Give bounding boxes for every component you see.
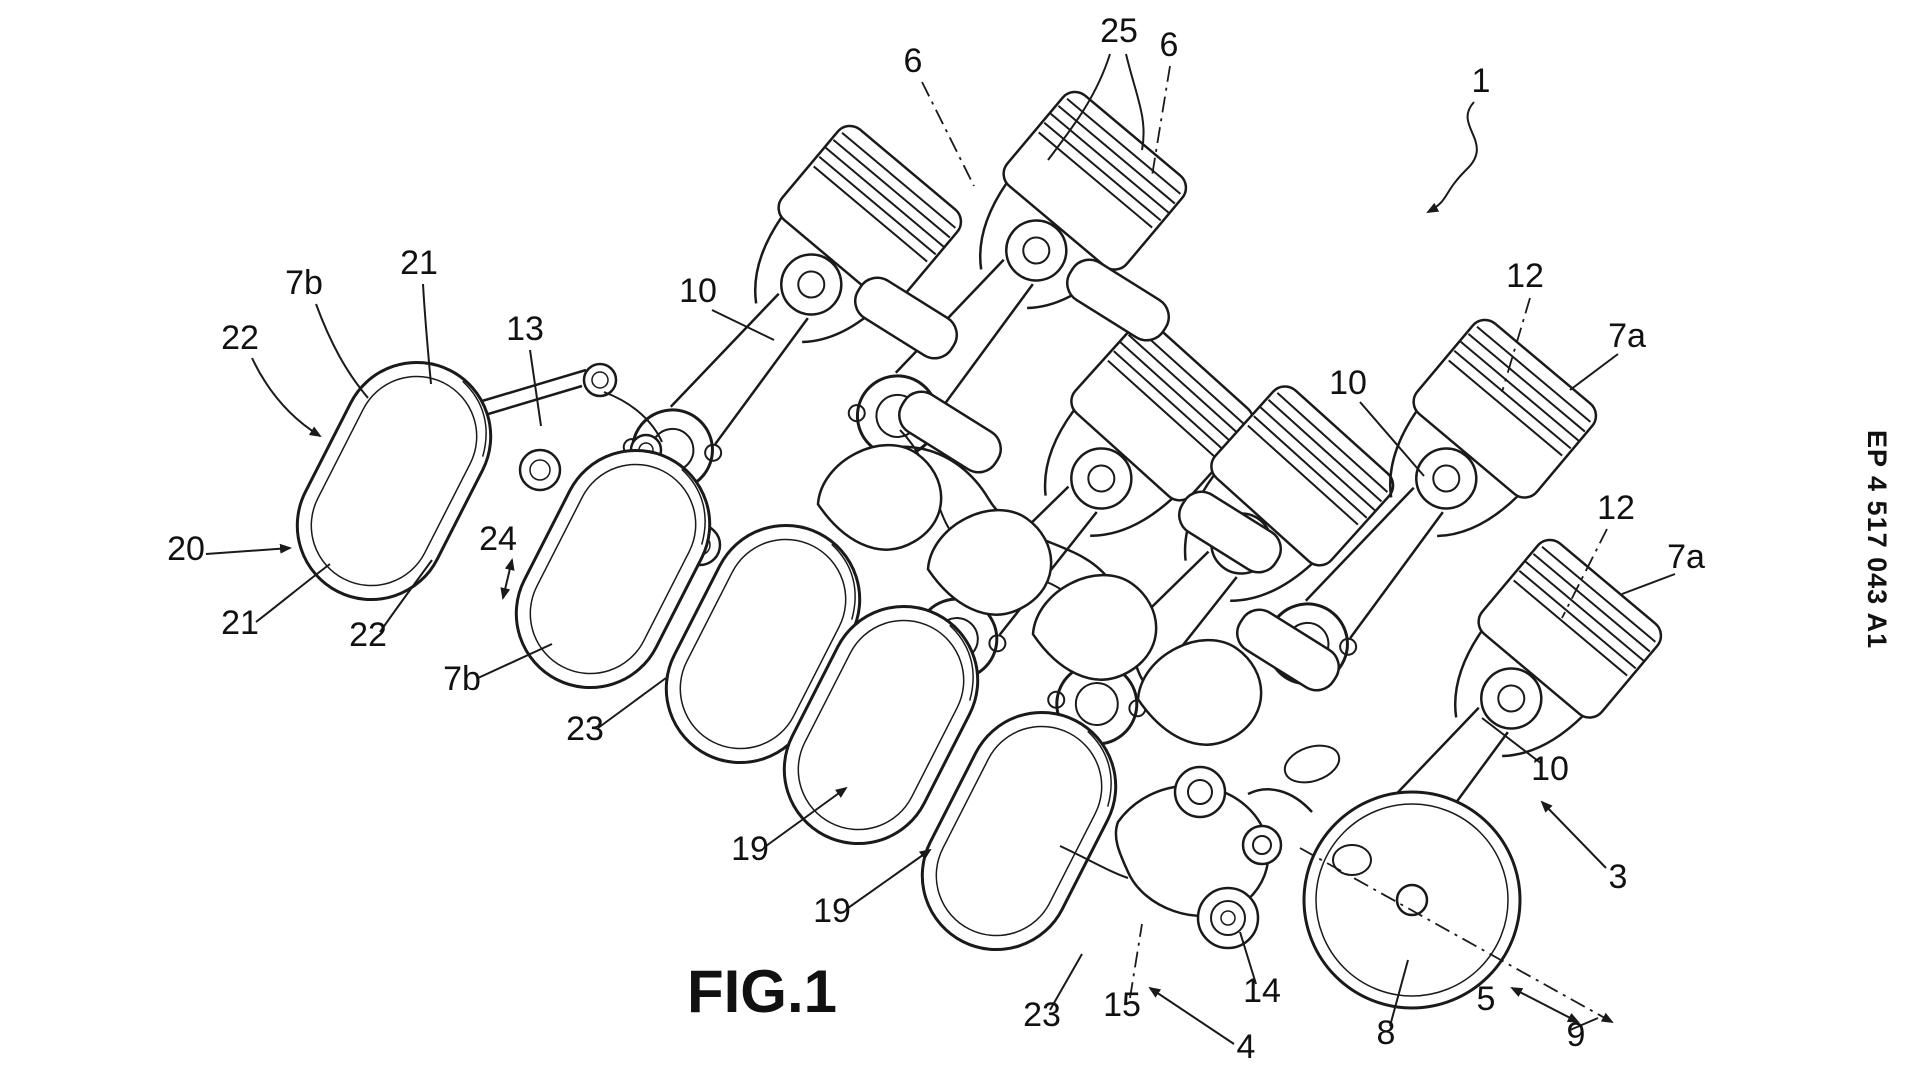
leader-4 xyxy=(1148,986,1235,1045)
ref-label-9: 9 xyxy=(1567,1016,1586,1054)
rocker-links xyxy=(854,258,1340,692)
ref-label-24: 24 xyxy=(479,520,517,558)
ref-label-22-low: 22 xyxy=(349,616,387,654)
leader-21-top xyxy=(422,283,432,385)
ref-label-19-a: 19 xyxy=(731,830,769,868)
rocker-link xyxy=(898,390,1002,474)
leader-25-a xyxy=(1047,53,1111,161)
leader-19-a xyxy=(765,786,848,847)
leader-15 xyxy=(1129,923,1143,999)
pulley xyxy=(1196,886,1260,950)
journal-bearing-bore xyxy=(529,459,551,481)
leader-5-double-arrow xyxy=(1510,987,1580,1023)
ref-label-5: 5 xyxy=(1477,980,1496,1018)
leader-25-b xyxy=(1125,53,1145,151)
flywheel-hub xyxy=(1395,883,1429,917)
rocker-link xyxy=(1178,490,1282,574)
flywheel xyxy=(1247,788,1522,1010)
publication-number: EP 4 517 043 A1 xyxy=(1862,430,1892,649)
pulley-ring xyxy=(1210,900,1246,936)
leader-22-low xyxy=(379,559,433,633)
ref-label-7a-top: 7a xyxy=(1608,317,1646,355)
rocker-link xyxy=(854,276,958,360)
leader-3 xyxy=(1540,800,1607,869)
ref-label-10-top: 10 xyxy=(679,272,717,310)
leader-7b-top xyxy=(315,303,369,399)
ref-label-4: 4 xyxy=(1237,1028,1256,1066)
leader-10-top xyxy=(711,309,775,341)
leader-7a-top xyxy=(1569,353,1619,391)
linkage-pivot-bore xyxy=(591,371,609,389)
crank-axis-line xyxy=(1299,847,1614,1023)
ref-label-15: 15 xyxy=(1103,986,1141,1024)
ref-label-10-br: 10 xyxy=(1531,750,1569,788)
bracket-arm xyxy=(1059,845,1129,879)
bearing-caps xyxy=(1173,765,1283,950)
leader-1 xyxy=(1426,101,1478,213)
ref-label-13: 13 xyxy=(506,310,544,348)
ref-label-20: 20 xyxy=(167,530,205,568)
ref-label-3: 3 xyxy=(1609,858,1628,896)
leader-lines xyxy=(205,53,1676,1045)
crankshaft-webs xyxy=(804,428,1277,766)
bearing-cap-bore xyxy=(1187,779,1213,805)
ref-label-12-top: 12 xyxy=(1506,257,1544,295)
leader-13 xyxy=(529,349,542,427)
leader-22-top xyxy=(251,357,322,438)
ref-label-6-left: 6 xyxy=(904,42,923,80)
ref-label-7b-low: 7b xyxy=(443,660,481,698)
linkage-pivot xyxy=(582,362,618,398)
reference-numerals: 25 6 6 1 7b 21 22 13 10 12 7a 10 12 7a 2… xyxy=(167,12,1705,1066)
leader-19-b xyxy=(847,848,932,909)
bearing-cap xyxy=(1173,765,1227,819)
bearing-cap xyxy=(1241,824,1283,866)
ref-label-23-low: 23 xyxy=(1023,996,1061,1034)
leader-7a-low xyxy=(1621,573,1676,595)
ref-label-6-right: 6 xyxy=(1160,26,1179,64)
ref-label-7a-low: 7a xyxy=(1667,538,1705,576)
ref-label-7b-top: 7b xyxy=(285,264,323,302)
ref-label-1: 1 xyxy=(1472,62,1491,100)
rocker-link xyxy=(1066,258,1170,342)
leader-8 xyxy=(1389,959,1409,1027)
ref-label-22-top: 22 xyxy=(221,319,259,357)
ref-label-10-mid: 10 xyxy=(1329,364,1367,402)
bearing-cap-bore xyxy=(1252,835,1272,855)
ref-label-12-low: 12 xyxy=(1597,489,1635,527)
flywheel-housing-edge xyxy=(1247,788,1313,813)
leader-10-br xyxy=(1481,717,1543,765)
ref-label-25: 25 xyxy=(1100,12,1138,50)
ref-label-23-top: 23 xyxy=(566,710,604,748)
pulley-hub xyxy=(1220,910,1236,926)
leader-6-left xyxy=(921,81,975,187)
ref-label-8: 8 xyxy=(1377,1014,1396,1052)
flywheel-rim xyxy=(1302,790,1522,1010)
leader-9 xyxy=(1569,1017,1599,1031)
flywheel-hole xyxy=(1332,844,1372,876)
leader-7b-low xyxy=(477,643,553,679)
bracket-slot xyxy=(1283,744,1341,784)
leader-24-double-arrow xyxy=(500,558,515,600)
leader-21-low xyxy=(255,563,331,623)
leader-23-top xyxy=(597,677,667,729)
linkage-arm xyxy=(603,391,663,443)
ref-label-14: 14 xyxy=(1243,972,1281,1010)
rocker-link xyxy=(1236,608,1340,692)
ref-label-21-low: 21 xyxy=(221,604,259,642)
journal-bearing xyxy=(518,448,562,492)
flywheel-face xyxy=(1315,803,1509,997)
ref-label-21-top: 21 xyxy=(400,244,438,282)
leader-10-mid xyxy=(1359,401,1425,477)
leader-23-low xyxy=(1049,953,1083,1011)
leader-14 xyxy=(1239,931,1257,985)
figure-caption: FIG.1 xyxy=(687,958,837,1025)
leader-6-right xyxy=(1151,65,1171,177)
leader-20 xyxy=(205,543,292,555)
ref-label-19-b: 19 xyxy=(813,892,851,930)
